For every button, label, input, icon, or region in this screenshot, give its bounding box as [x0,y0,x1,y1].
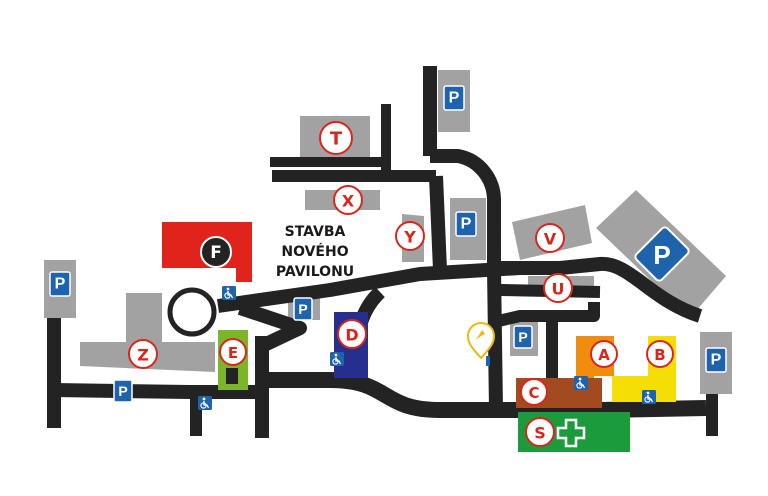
road-east-inner [492,302,600,328]
label-z: Z [128,339,158,369]
roundabout-icon [167,287,217,337]
parking-sign-mid: P [455,211,477,237]
building-e-signal [226,368,238,384]
label-t: T [319,121,353,155]
parking-icon: P [449,90,460,107]
label-f: F [200,236,232,268]
parking-sign-near-d: P [293,297,313,321]
label-a-text: A [598,346,610,364]
label-b-text: B [654,346,665,364]
road-center-upper [237,301,307,353]
parking-sign-bottom-left: P [113,379,133,403]
construction-label-line-1: STAVBA [285,224,346,240]
wheelchair-icon [574,376,588,390]
wheelchair-icon [642,390,656,404]
label-s: S [525,417,555,447]
ev-charging-icon [466,322,496,366]
label-e: E [219,338,247,366]
parking-icon: P [118,383,127,399]
parking-sign-large: P [634,226,690,282]
label-u: U [543,273,573,303]
label-x-text: X [342,192,355,211]
label-u-text: U [552,280,565,299]
label-e-text: E [228,344,238,362]
wheelchair-icons [198,286,656,410]
wheelchair-icon [330,352,344,366]
label-v: V [535,223,565,253]
label-v-text: V [544,230,557,249]
pharmacy-cross-icon [556,418,586,448]
road-east [494,257,703,323]
label-y: Y [395,221,425,251]
parking-icon: P [461,216,472,233]
parking-icon: P [298,301,307,317]
label-y-text: Y [403,228,416,247]
building-z-block [80,293,215,372]
parking-icon: P [518,329,527,345]
label-b: B [646,340,674,368]
label-s-text: S [534,424,546,443]
construction-label-line-2: NOVÉHO [281,243,348,260]
parking-icon: P [653,240,670,270]
label-z-text: Z [137,346,149,365]
parking-icon: P [55,276,66,293]
road-bottom-left [53,383,262,399]
parking-sign-small: P [513,325,533,349]
parking-sign-right: P [705,347,727,373]
label-f-text: F [210,243,222,263]
wheelchair-icon [198,396,212,410]
label-a: A [590,340,618,368]
label-t-text: T [330,129,343,150]
label-d: D [337,319,367,349]
label-x: X [333,185,363,215]
parking-sign-top: P [443,85,465,111]
construction-label: STAVBA NOVÉHO PAVILONU [276,224,354,280]
parking-sign-left: P [49,271,71,297]
road-north-diag [429,175,447,271]
label-c: C [520,378,548,406]
wheelchair-icon [222,286,236,300]
label-d-text: D [345,326,358,345]
label-c-text: C [528,384,539,402]
road-main-diagonal [217,261,521,313]
road-central-vertical [430,149,503,411]
parking-icon: P [711,352,722,369]
construction-label-line-3: PAVILONU [276,264,354,280]
